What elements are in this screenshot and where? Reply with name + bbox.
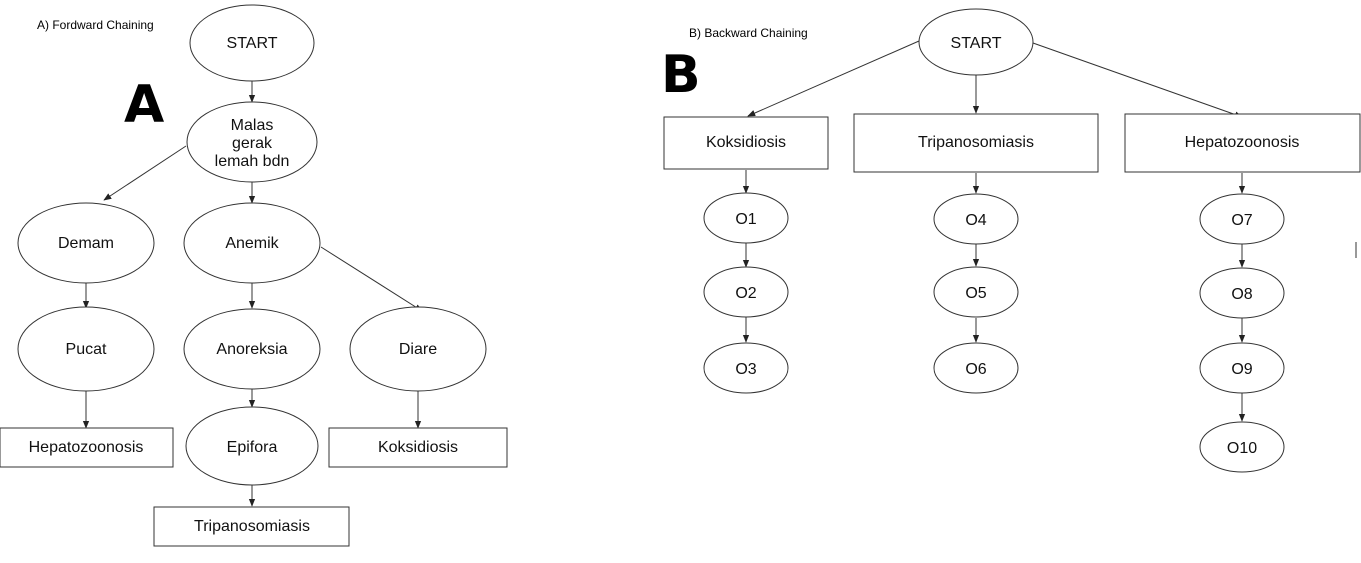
edge-anemik-diare (320, 246, 423, 312)
fwd-node-start-label: START (227, 35, 278, 52)
bwd-node-koksidiosis: Koksidiosis (663, 116, 829, 170)
fwd-node-epifora: Epifora (185, 406, 319, 486)
edge-start-koksidiosis (747, 40, 920, 117)
fwd-node-koksidiosis: Koksidiosis (328, 427, 508, 468)
bwd-node-o1: O1 (703, 192, 789, 244)
fwd-node-malas-line3: lemah bdn (215, 153, 290, 170)
bwd-node-o9-label: O9 (1231, 361, 1252, 378)
fwd-node-anemik: Anemik (183, 202, 321, 284)
forward-caption: A) Fordward Chaining (37, 18, 154, 32)
fwd-node-epifora-label: Epifora (227, 439, 278, 456)
bwd-node-koksidiosis-label: Koksidiosis (706, 134, 786, 151)
fwd-node-koksidiosis-label: Koksidiosis (378, 439, 458, 456)
bwd-node-hepatozoonosis: Hepatozoonosis (1124, 113, 1361, 173)
bwd-node-o5: O5 (933, 266, 1019, 318)
bwd-node-o8: O8 (1199, 267, 1285, 319)
bwd-node-start: START (918, 8, 1034, 76)
fwd-node-malas-line2: gerak (232, 135, 273, 152)
bwd-node-o7-label: O7 (1231, 212, 1252, 229)
bwd-node-tripanosomiasis: Tripanosomiasis (853, 113, 1099, 173)
bwd-node-tripanosomiasis-label: Tripanosomiasis (918, 134, 1034, 151)
forward-letter: A (124, 75, 164, 135)
bwd-node-o9: O9 (1199, 342, 1285, 394)
fwd-node-diare: Diare (349, 306, 487, 392)
edge-start-hepatozoonosis (1032, 42, 1243, 118)
fwd-node-anoreksia: Anoreksia (183, 308, 321, 390)
bwd-node-o3: O3 (703, 342, 789, 394)
fwd-node-anemik-label: Anemik (225, 235, 279, 252)
bwd-node-o7: O7 (1199, 193, 1285, 245)
fwd-node-start: START (189, 4, 315, 82)
fwd-node-anoreksia-label: Anoreksia (216, 341, 287, 358)
bwd-node-o1-label: O1 (735, 211, 756, 228)
fwd-node-hepatozoonosis-label: Hepatozoonosis (29, 439, 144, 456)
edge-malas-demam (103, 145, 187, 201)
fwd-node-malas: Malas gerak lemah bdn (186, 101, 318, 183)
fwd-node-tripanosomiasis-label: Tripanosomiasis (194, 518, 310, 535)
bwd-node-hepatozoonosis-label: Hepatozoonosis (1185, 134, 1300, 151)
fwd-node-tripanosomiasis: Tripanosomiasis (153, 506, 350, 547)
fwd-node-malas-line1: Malas (231, 117, 274, 134)
fwd-node-demam: Demam (17, 202, 155, 284)
backward-letter: B (661, 45, 701, 105)
forward-chaining-diagram: A) Fordward Chaining A START Malas gerak… (0, 4, 508, 547)
fwd-node-demam-label: Demam (58, 235, 114, 252)
bwd-node-o10-label: O10 (1227, 440, 1257, 457)
fwd-node-pucat: Pucat (17, 306, 155, 392)
bwd-node-o2-label: O2 (735, 285, 756, 302)
backward-chaining-diagram: B) Backward Chaining B START Koksidiosis (661, 8, 1361, 473)
bwd-node-o2: O2 (703, 266, 789, 318)
fwd-node-hepatozoonosis: Hepatozoonosis (0, 427, 174, 468)
backward-caption: B) Backward Chaining (689, 26, 808, 40)
bwd-node-o6: O6 (933, 342, 1019, 394)
fwd-node-pucat-label: Pucat (66, 341, 107, 358)
bwd-node-o10: O10 (1199, 421, 1285, 473)
bwd-node-o8-label: O8 (1231, 286, 1252, 303)
bwd-node-o6-label: O6 (965, 361, 986, 378)
bwd-node-o3-label: O3 (735, 361, 756, 378)
bwd-node-start-label: START (951, 35, 1002, 52)
bwd-node-o4-label: O4 (965, 212, 986, 229)
bwd-node-o4: O4 (933, 193, 1019, 245)
fwd-node-diare-label: Diare (399, 341, 437, 358)
bwd-node-o5-label: O5 (965, 285, 986, 302)
